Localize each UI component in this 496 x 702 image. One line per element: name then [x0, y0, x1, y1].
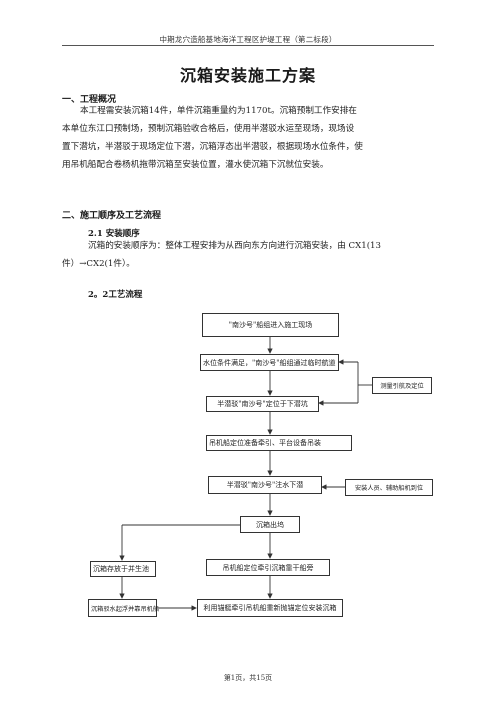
overview-line-2: 本单位东江口预制场，预制沉箱验收合格后，使用半潜驳水运至现场，现场设 [62, 124, 355, 134]
flow-step-anchor-and-install: 利用锚艇牵引吊机船重新抛锚定位安装沉箱 [197, 599, 343, 617]
subheading-process-flow: 2。2工艺流程 [88, 290, 143, 300]
running-header: 中期龙穴造船基地海洋工程区护堤工程（第二标段） [159, 35, 337, 44]
page-footer: 第1页，共15页 [223, 674, 273, 682]
overview-line-3: 置下潜坑，半潜驳于现场定位下潜，沉箱浮态出半潜驳，根据现场水位条件，使 [62, 142, 363, 152]
flow-step-barge-positioned: 半潜驳"南沙号"定位于下潜坑 [206, 396, 319, 412]
flow-step-crane-tows-caisson: 吊机船定位牵引沉箱靠干船旁 [206, 559, 330, 576]
flow-step-barge-submerge: 半潜驳"南沙号"注水下潜 [208, 476, 322, 494]
install-order-line-1: 沉箱的安装顺序为：整体工程安排为从西向东方向进行沉箱安装，由 CX1(13 [88, 241, 381, 251]
flow-side-survey-positioning: 测量引航及定位 [372, 377, 432, 394]
subheading-install-order: 2.1 安装顺序 [88, 229, 140, 239]
flow-left-caisson-storage: 沉箱存放于并生池 [90, 561, 156, 577]
install-order-line-2: 件）→CX2(1件）。 [62, 259, 135, 269]
overview-line-4: 用吊机船配合卷杨机拖带沉箱至安装位置，灌水使沉箱下沉就位安装。 [62, 160, 329, 170]
flow-step-fleet-enters-site: "南沙号"船组进入施工现场 [202, 313, 339, 337]
section-heading-sequence: 二、施工顺序及工艺流程 [62, 211, 162, 221]
overview-line-1: 本工程需安装沉箱14件，单件沉箱重量约为1170t。沉箱预制工作安排在 [80, 106, 357, 116]
section-heading-overview: 一、工程概况 [62, 95, 117, 105]
document-title: 沉箱安装施工方案 [179, 66, 316, 85]
header-divider [62, 45, 434, 46]
flow-step-crane-ship-ready: 吊机船定位准备牵引、平台设备吊装 [206, 435, 352, 451]
flow-step-caisson-out-of-dock: 沉箱出坞 [240, 516, 300, 533]
flow-step-pass-temporary-channel: 水位条件满足，"南沙号"船组通过临时航道 [200, 354, 339, 371]
flow-side-staff-ready: 安装人员、辅助船机到位 [345, 479, 433, 496]
flow-left-caisson-refloat: 沉箱驳水起浮并靠吊机船 [88, 599, 159, 617]
